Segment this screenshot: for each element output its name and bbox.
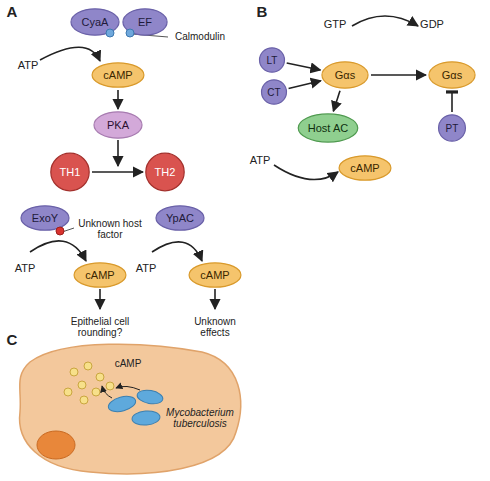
molecule-node: Gαs (428, 61, 476, 89)
camp-molecules (64, 362, 114, 404)
molecule-node: PKA (93, 111, 143, 139)
molecule-node: Host AC (297, 113, 359, 143)
reaction-arc (40, 47, 100, 61)
text-label: Epithelial cell rounding? (60, 316, 140, 339)
molecule-node: ExoY (20, 205, 70, 231)
node-label: ExoY (32, 212, 58, 224)
node-label: LT (267, 55, 278, 66)
secretion-arrow (116, 386, 140, 390)
text-label: Unknown host factor (75, 218, 145, 241)
molecule-node: PT (438, 114, 466, 142)
effect-arrow (99, 289, 101, 309)
text-label: B (257, 3, 268, 20)
molecule-node: Gαs (321, 61, 369, 89)
molecule-node: CyaA (70, 8, 120, 36)
text-label: GDP (420, 18, 444, 31)
text-label: A (7, 3, 18, 20)
node-label: TH1 (60, 166, 81, 178)
node-label: TH2 (155, 166, 176, 178)
calmodulin-dot (126, 29, 134, 37)
node-label: cAMP (85, 269, 114, 281)
text-label: Calmodulin (175, 31, 225, 43)
connector-arrow (371, 74, 426, 76)
molecule-node: EF (122, 8, 168, 36)
connector-arrow (117, 90, 119, 109)
nucleus (37, 431, 75, 459)
effect-arrow (214, 289, 216, 309)
connector-arrow (92, 171, 143, 173)
text-label: C (7, 331, 18, 348)
node-label: CyaA (82, 16, 109, 28)
node-label: Host AC (308, 122, 348, 134)
bacteria (107, 388, 164, 426)
molecule-node: cAMP (91, 62, 145, 88)
node-label: cAMP (350, 162, 379, 174)
molecule-node: cAMP (73, 262, 127, 288)
activation-arrow (117, 140, 119, 166)
reaction-arc (352, 16, 418, 26)
text-label: ATP (250, 154, 271, 167)
node-label: Gαs (335, 69, 355, 81)
node-label: cAMP (200, 269, 229, 281)
text-label: ATP (15, 262, 36, 275)
macrophage-cell (20, 344, 241, 474)
molecule-node: TH1 (50, 152, 90, 192)
node-label: cAMP (103, 69, 132, 81)
connector-arrow (333, 91, 340, 112)
text-label: Mycobacterium tuberculosis (165, 407, 235, 430)
molecule-node: cAMP (188, 262, 242, 288)
molecule-node: LT (259, 47, 285, 73)
secretion-arrow (102, 386, 112, 398)
connector-arrow (451, 91, 453, 112)
reaction-arc (152, 242, 202, 261)
host-factor-dot (56, 227, 64, 235)
reaction-arc (30, 241, 86, 261)
molecule-node: YpAC (155, 205, 205, 231)
node-label: Gαs (442, 69, 462, 81)
node-label: YpAC (166, 212, 194, 224)
node-label: PKA (107, 119, 129, 131)
connector-arrow (287, 63, 321, 70)
node-label: EF (138, 16, 152, 28)
node-label: PT (446, 123, 459, 134)
leader-line (62, 228, 74, 232)
node-label: CT (267, 87, 280, 98)
connector-arrow (289, 81, 321, 89)
calmodulin-dot (106, 29, 114, 37)
molecule-node: TH2 (145, 152, 185, 192)
text-label: GTP (324, 18, 347, 31)
text-label: ATP (18, 59, 39, 72)
molecule-node: CT (261, 79, 287, 105)
text-label: cAMP (115, 358, 142, 370)
text-label: ATP (136, 262, 157, 275)
text-label: Unknown effects (185, 316, 245, 339)
molecule-node: cAMP (338, 155, 392, 181)
reaction-arc (274, 165, 338, 180)
